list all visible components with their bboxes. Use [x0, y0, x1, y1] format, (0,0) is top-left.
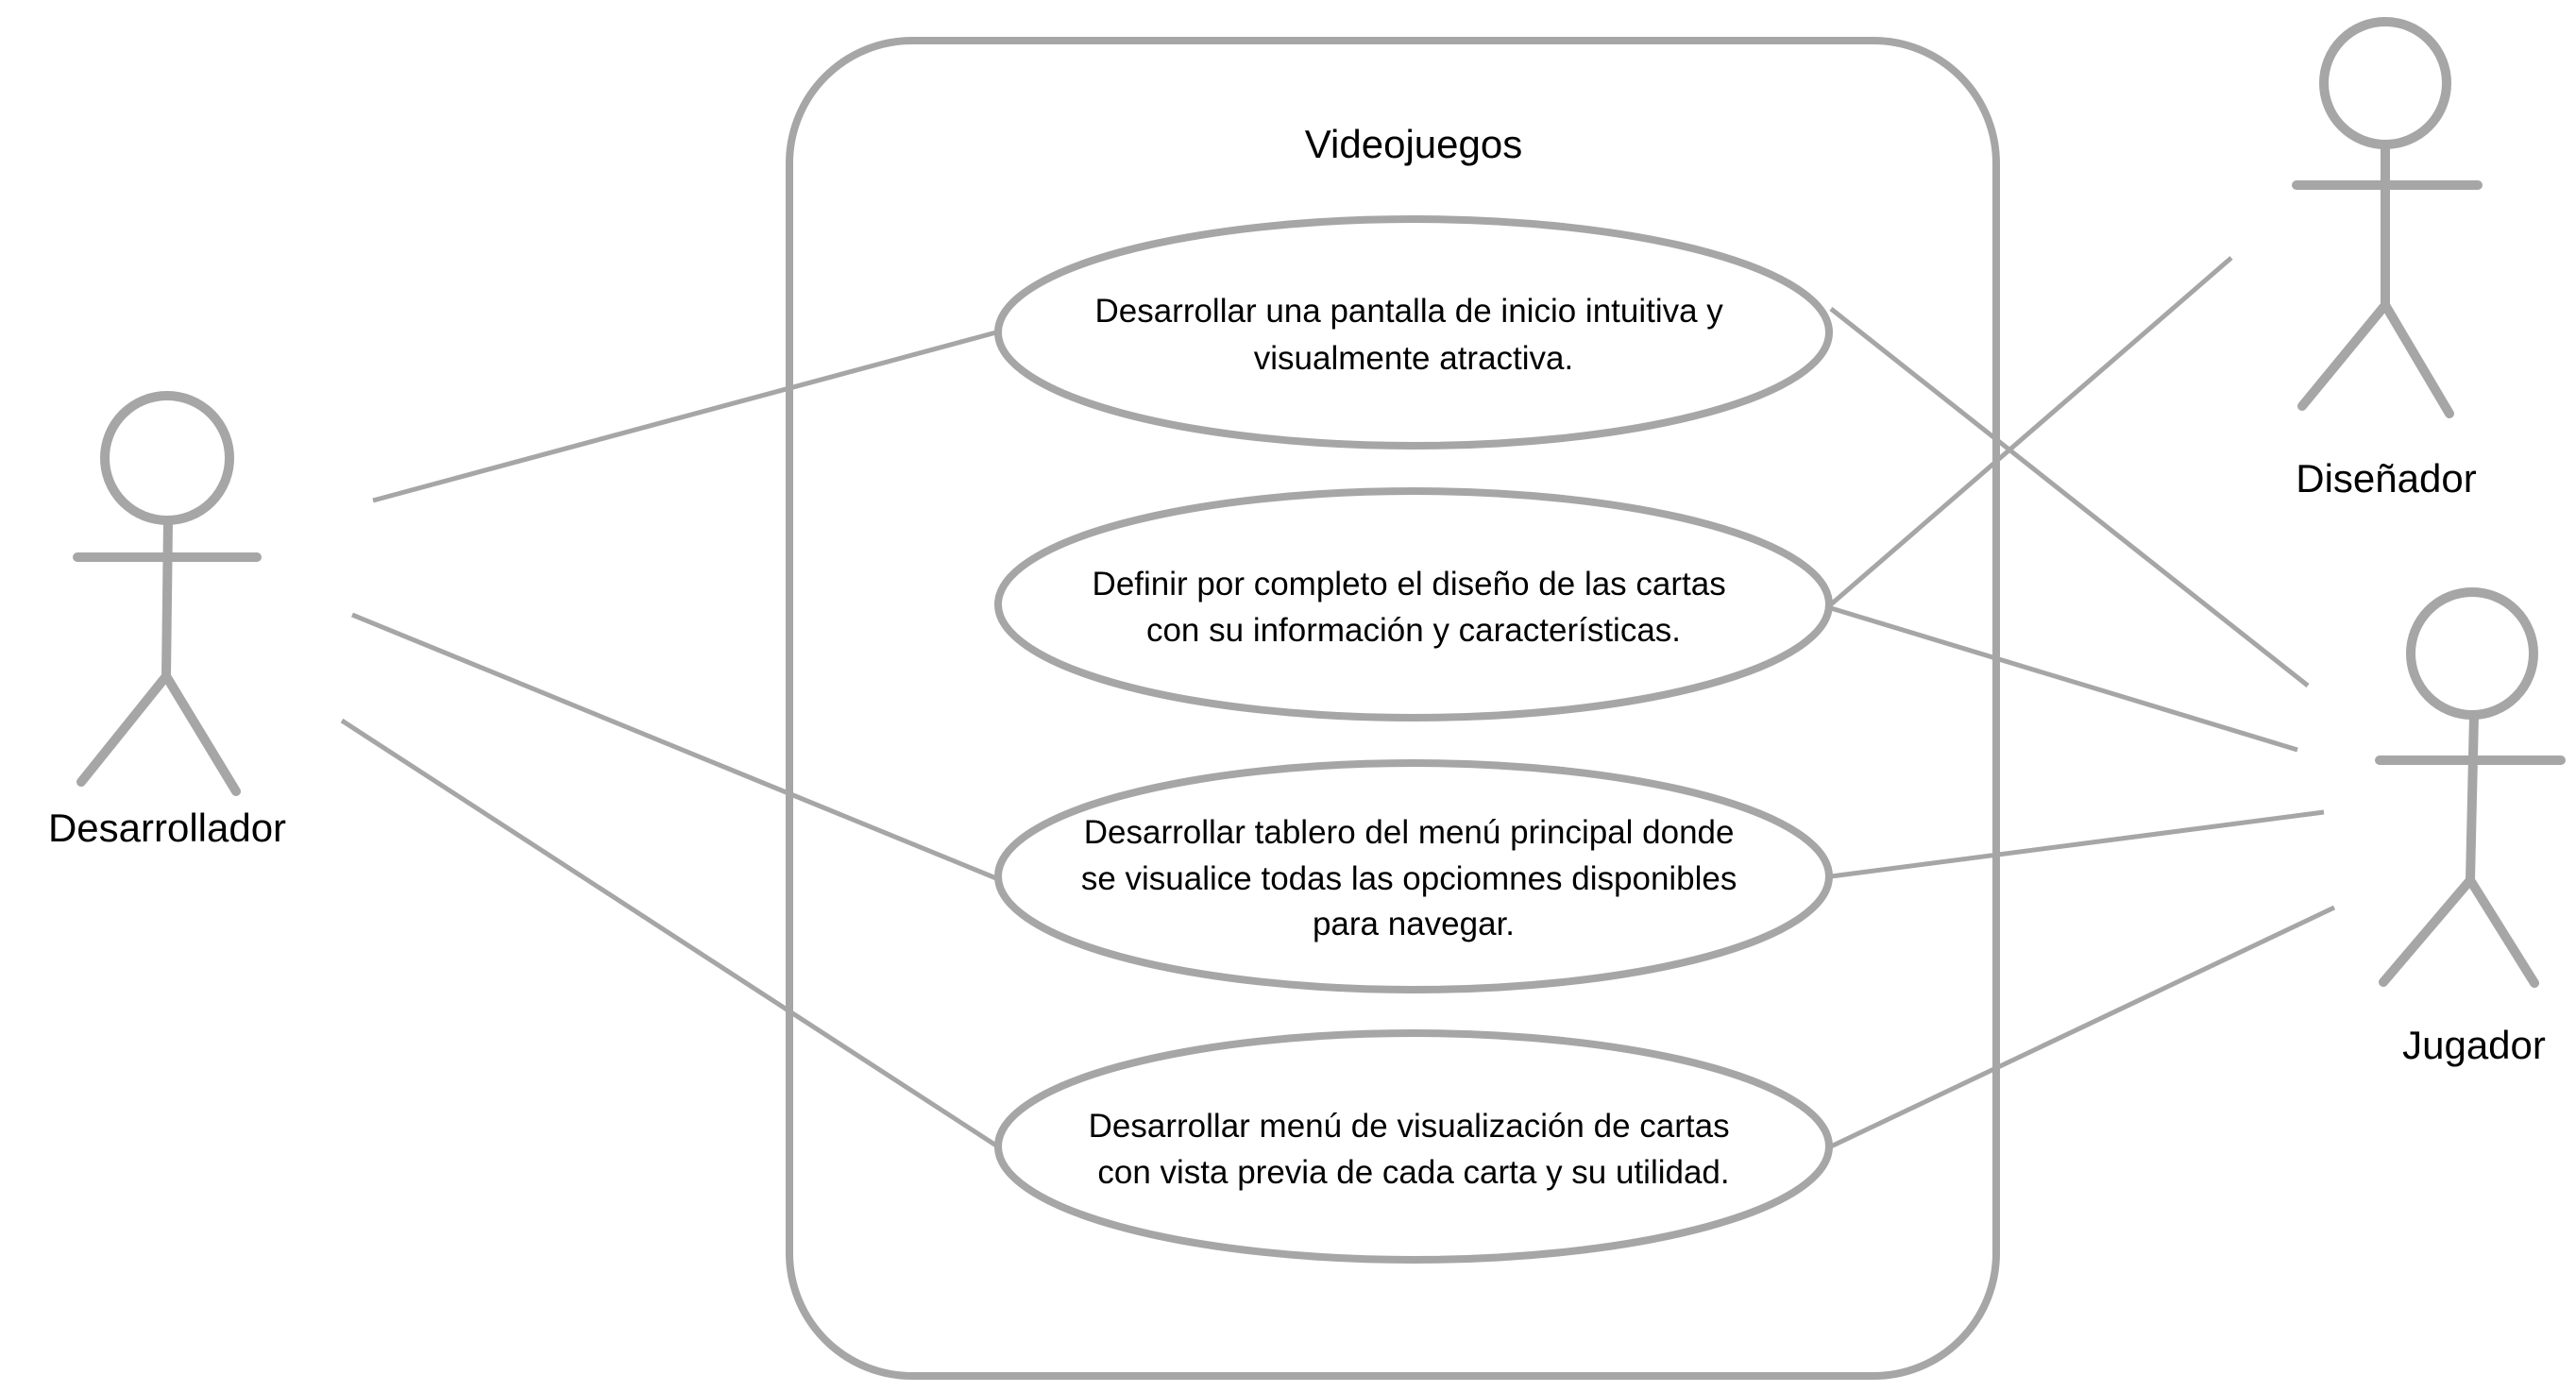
association-jugador-uc2 — [1830, 605, 2298, 753]
association-desarrollador-uc1 — [372, 330, 997, 503]
use-case-4: Desarrollar menú de visualización de car… — [994, 1029, 1833, 1264]
actor-label: Diseñador — [2296, 456, 2476, 501]
association-desarrollador-uc3 — [351, 612, 997, 881]
use-case-2: Definir por completo el diseño de las ca… — [994, 487, 1833, 721]
use-case-ellipse — [994, 759, 1833, 993]
associations — [340, 256, 2336, 1149]
actor-label: Desarrollador — [48, 806, 286, 850]
stick-figure-icon — [2375, 587, 2566, 988]
association-desarrollador-uc4 — [340, 718, 998, 1148]
use-case-line: con vista previa de cada carta y su util… — [1097, 1154, 1729, 1191]
use-case-label: Desarrollar tablero del menú principal d… — [1081, 814, 1746, 942]
actor-desarrollador: Desarrollador — [48, 391, 286, 850]
use-case-line: visualmente atractiva. — [1254, 340, 1573, 377]
actor-disenador: Diseñador — [2292, 17, 2483, 501]
use-case-line: Desarrollar una pantalla de inicio intui… — [1094, 293, 1723, 330]
system-boundary-box — [786, 37, 2000, 1380]
use-case-3: Desarrollar tablero del menú principal d… — [994, 759, 1833, 993]
actor-label: Jugador — [2402, 1023, 2546, 1067]
association-jugador-uc1 — [1829, 307, 2310, 688]
use-case-1: Desarrollar una pantalla de inicio intui… — [994, 215, 1833, 450]
use-case-line: se visualice todas las opciomnes disponi… — [1081, 860, 1737, 897]
actor-jugador: Jugador — [2375, 587, 2566, 1067]
system-title: Videojuegos — [1305, 122, 1522, 166]
association-disenador-uc2 — [1829, 256, 2233, 606]
stick-figure-icon — [73, 391, 262, 796]
use-case-ellipse — [994, 487, 1833, 721]
use-case-line: Desarrollar tablero del menú principal d… — [1084, 814, 1735, 851]
use-case-label: Desarrollar menú de visualización de car… — [1089, 1108, 1739, 1191]
association-jugador-uc3 — [1830, 809, 2325, 879]
use-case-line: para navegar. — [1313, 906, 1515, 942]
use-case-label: Definir por completo el diseño de las ca… — [1093, 566, 1736, 649]
use-case-line: Definir por completo el diseño de las ca… — [1093, 566, 1726, 603]
use-case-label: Desarrollar una pantalla de inicio intui… — [1094, 293, 1732, 377]
system-boundary: Videojuegos — [786, 37, 2000, 1380]
stick-figure-icon — [2292, 17, 2483, 418]
use-case-ellipse — [994, 1029, 1833, 1264]
use-case-ellipse — [994, 215, 1833, 450]
use-case-line: Desarrollar menú de visualización de car… — [1089, 1108, 1730, 1145]
association-jugador-uc4 — [1829, 905, 2336, 1149]
use-case-line: con su información y características. — [1146, 612, 1681, 649]
